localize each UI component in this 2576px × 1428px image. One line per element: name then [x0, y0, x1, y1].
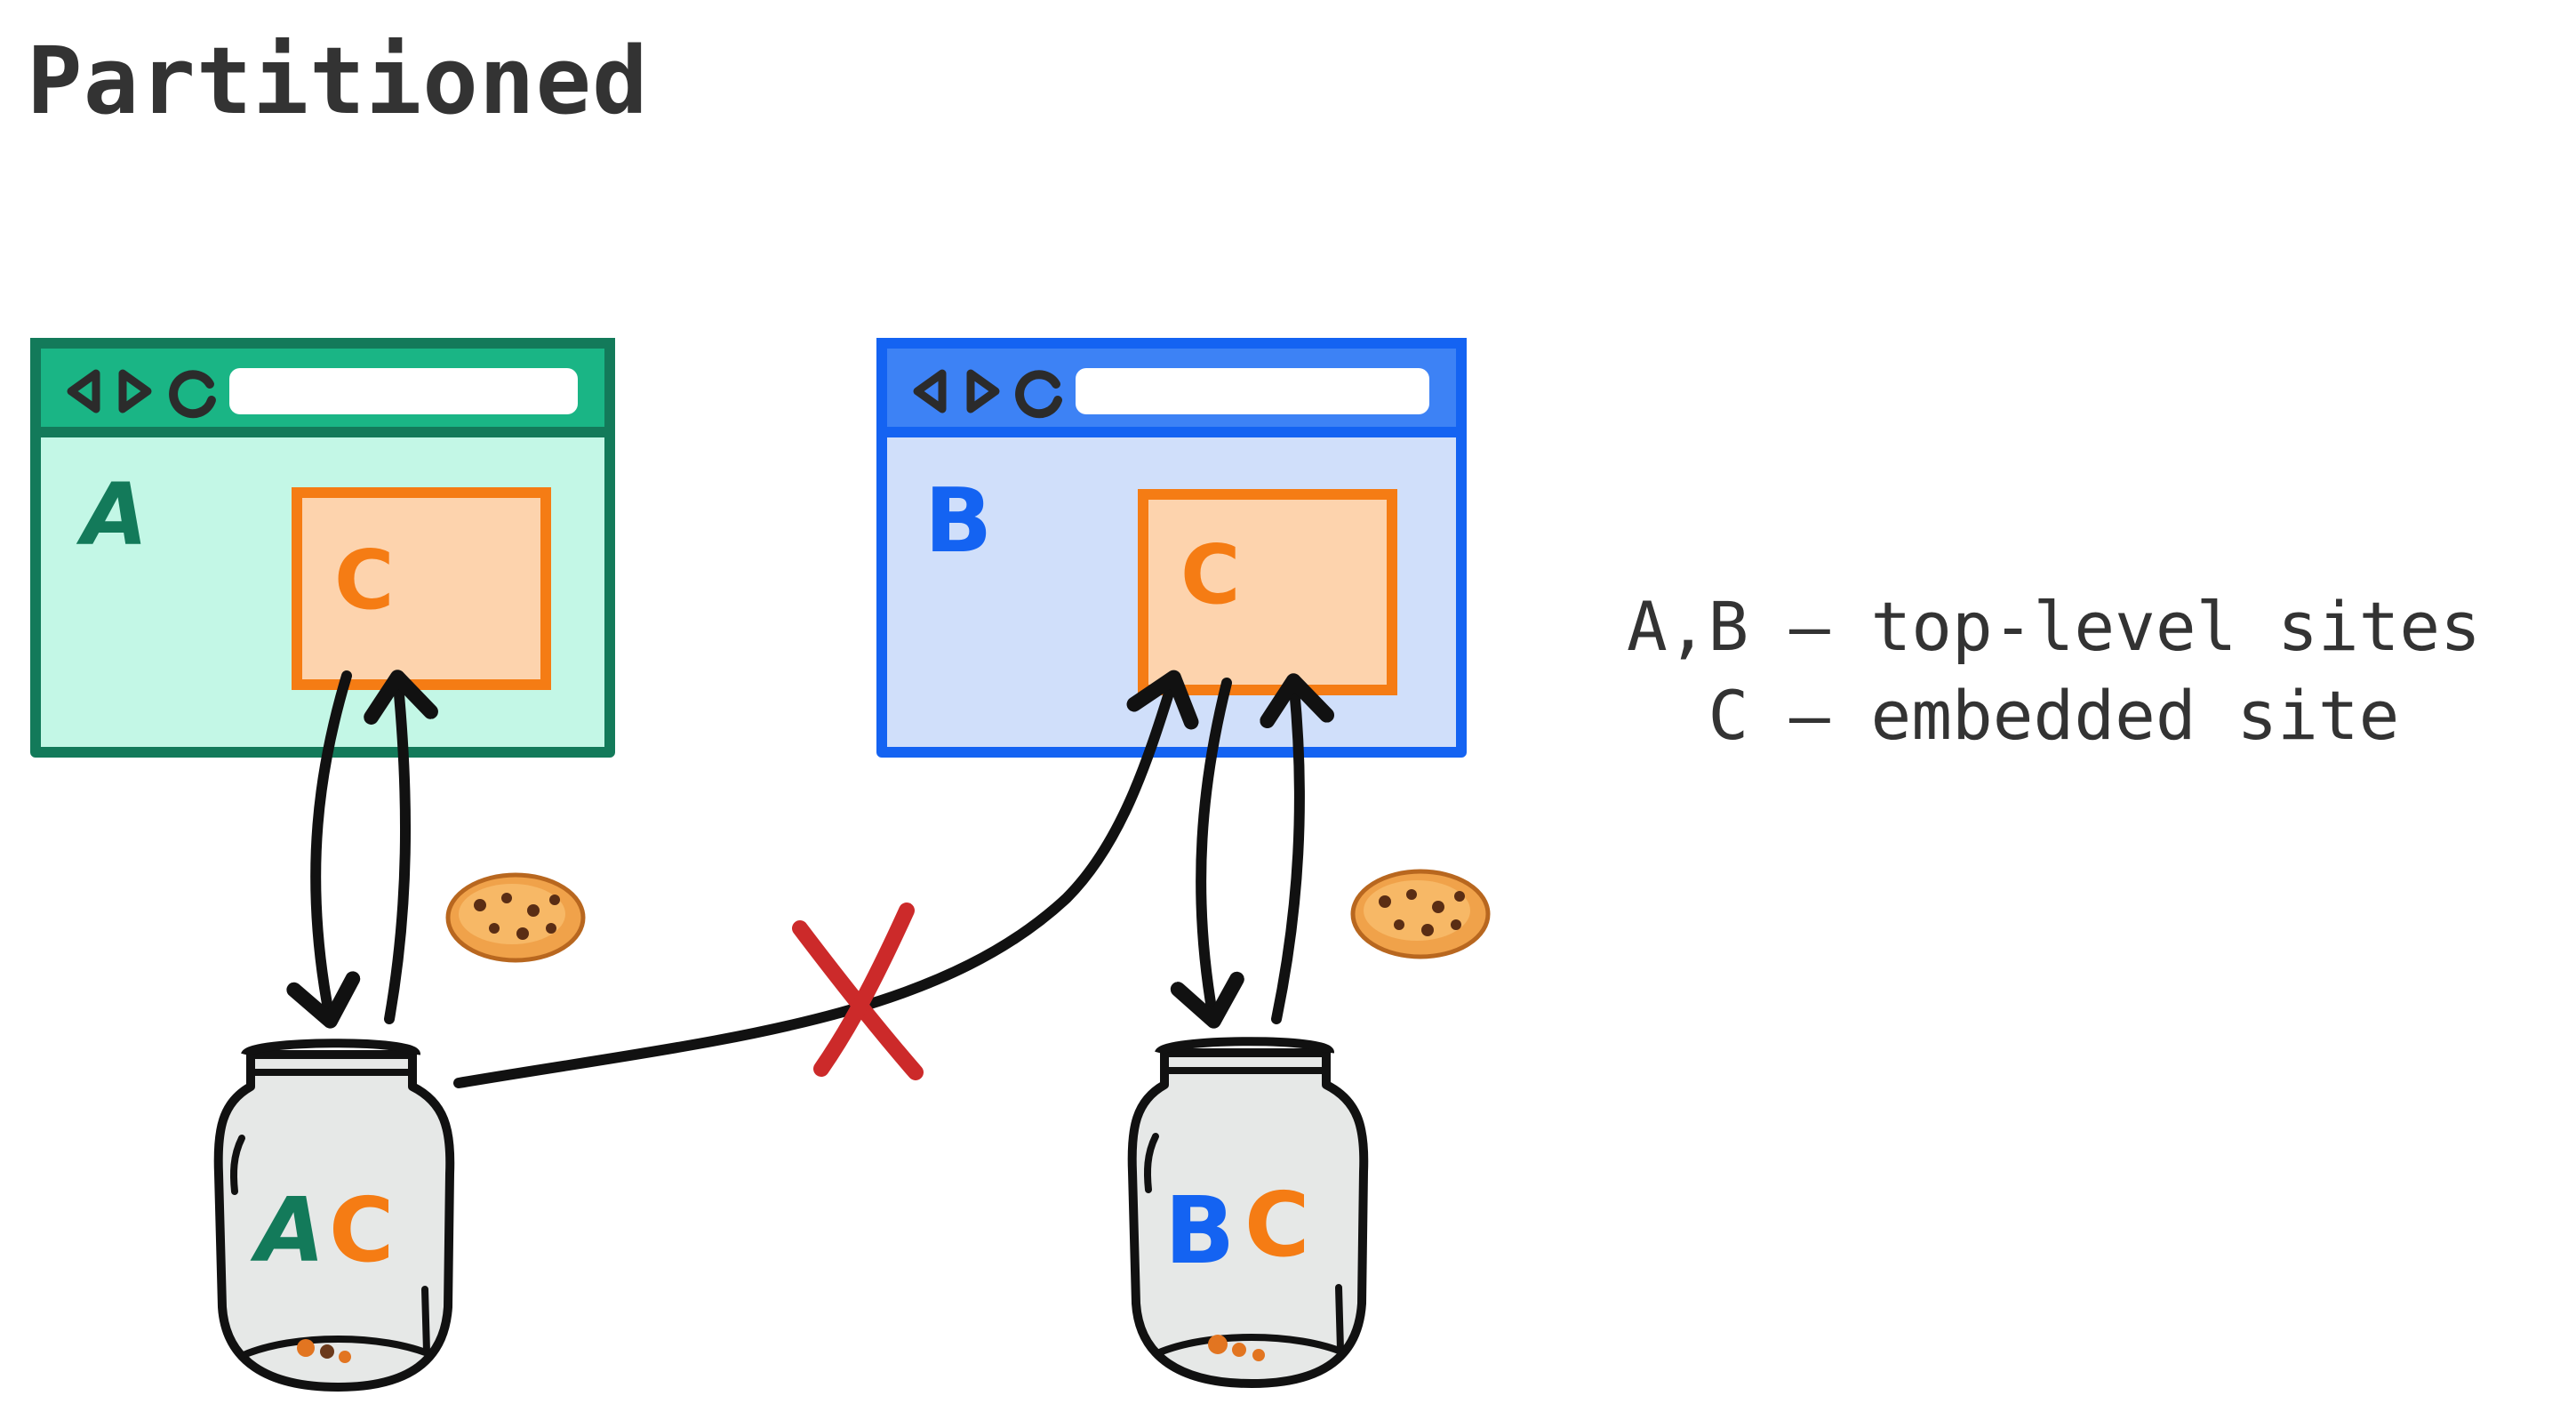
back-icon — [913, 369, 947, 413]
reload-icon — [169, 370, 216, 419]
forward-icon — [966, 369, 1000, 413]
arrow-down-b — [1170, 678, 1244, 1029]
reload-icon — [1015, 370, 1062, 419]
page-title: Partitioned — [27, 27, 649, 135]
arrow-up-b — [1260, 673, 1335, 1024]
window-b-label: B — [924, 469, 992, 573]
cookie-icon — [1350, 869, 1491, 959]
address-bar — [229, 368, 578, 414]
embedded-label-c-in-b: C — [1180, 527, 1241, 622]
embedded-frame-c-in-a — [292, 487, 551, 690]
cross-mark-icon — [792, 903, 924, 1080]
forward-icon — [118, 369, 152, 413]
jar-ac-label-first: A — [250, 1178, 324, 1282]
cookie-icon — [445, 872, 586, 963]
window-a-label: A — [76, 465, 148, 565]
browser-window-a: A C — [30, 338, 615, 758]
embedded-label-c-in-a: C — [334, 533, 395, 628]
jar-ac-body — [213, 1050, 455, 1392]
address-bar — [1076, 368, 1429, 414]
jar-ac-label-second: C — [329, 1178, 394, 1282]
jar-bc-label-first: B — [1164, 1176, 1235, 1285]
arrows-a — [286, 670, 438, 1029]
jar-bc-label-second: C — [1244, 1173, 1309, 1277]
cookie-jar-icon: A C — [213, 1039, 455, 1392]
legend-line-embedded: C – embedded site — [1627, 676, 2400, 755]
back-icon — [67, 369, 100, 413]
legend-line-top-level: A,B – top-level sites — [1627, 587, 2481, 666]
arrow-up-a — [364, 670, 438, 1024]
cookie-jar-icon: B C — [1127, 1037, 1369, 1388]
blocked-cross-site-arrow — [453, 670, 1199, 1088]
arrow-down-a — [286, 670, 361, 1029]
jar-bc-body — [1127, 1048, 1369, 1388]
arrows-b — [1170, 673, 1335, 1029]
legend: A,B – top-level sites C – embedded site — [1627, 582, 2481, 760]
